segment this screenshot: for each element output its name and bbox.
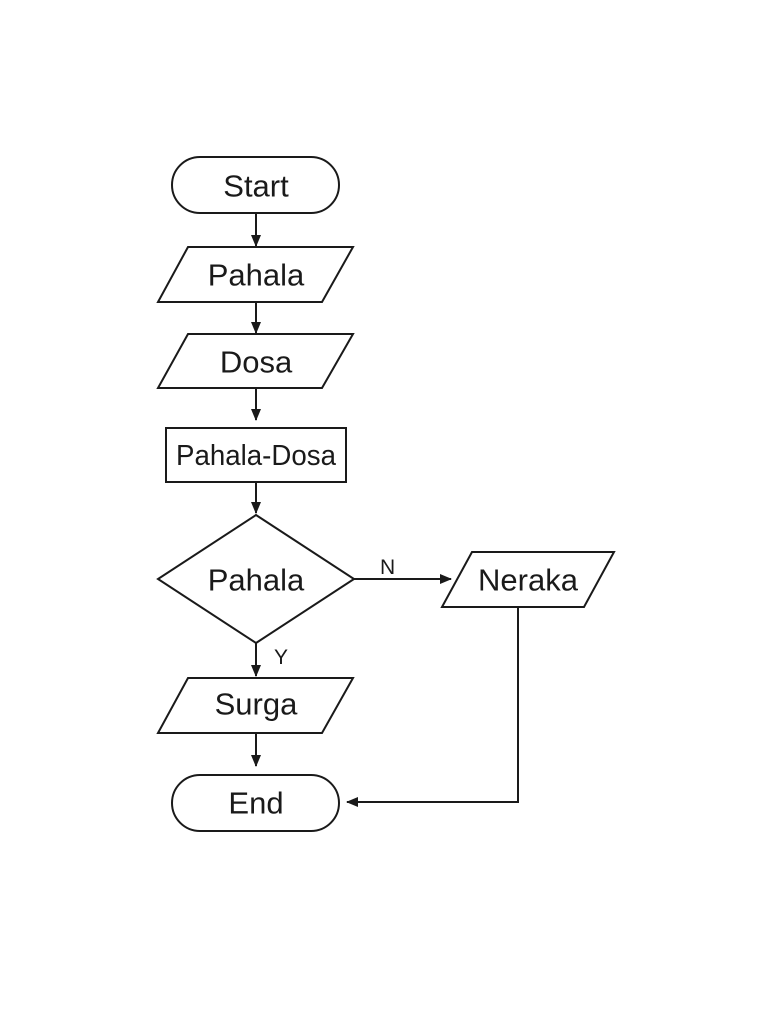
edge-neraka-to-end (346, 607, 519, 807)
output-neraka-label: Neraka (478, 563, 579, 598)
connectors (251, 213, 519, 807)
process-label: Pahala-Dosa (176, 440, 337, 472)
process-node: Pahala-Dosa (165, 427, 347, 483)
input-dosa-label: Dosa (220, 345, 293, 380)
decision-shape (156, 513, 356, 645)
output-neraka-shape (440, 551, 616, 608)
input-pahala-shape (156, 246, 355, 303)
input-pahala-node: Pahala (156, 246, 355, 303)
output-surga-label: Surga (215, 687, 298, 722)
start-terminator-shape (171, 156, 340, 214)
output-surga-shape (156, 677, 355, 734)
start-label: Start (223, 169, 289, 204)
start-node: Start (171, 156, 340, 214)
end-node: End (171, 774, 340, 832)
output-surga-node: Surga (156, 677, 355, 734)
edge-label-yes: Y (274, 646, 288, 669)
input-dosa-shape (156, 333, 355, 389)
edge-label-no: N (380, 556, 395, 579)
end-label: End (228, 786, 283, 821)
output-neraka-node: Neraka (440, 551, 616, 608)
process-shape (165, 427, 347, 483)
end-terminator-shape (171, 774, 340, 832)
input-dosa-node: Dosa (156, 333, 355, 389)
decision-node: Pahala (156, 513, 356, 645)
input-pahala-label: Pahala (208, 258, 305, 293)
decision-label: Pahala (208, 563, 305, 598)
